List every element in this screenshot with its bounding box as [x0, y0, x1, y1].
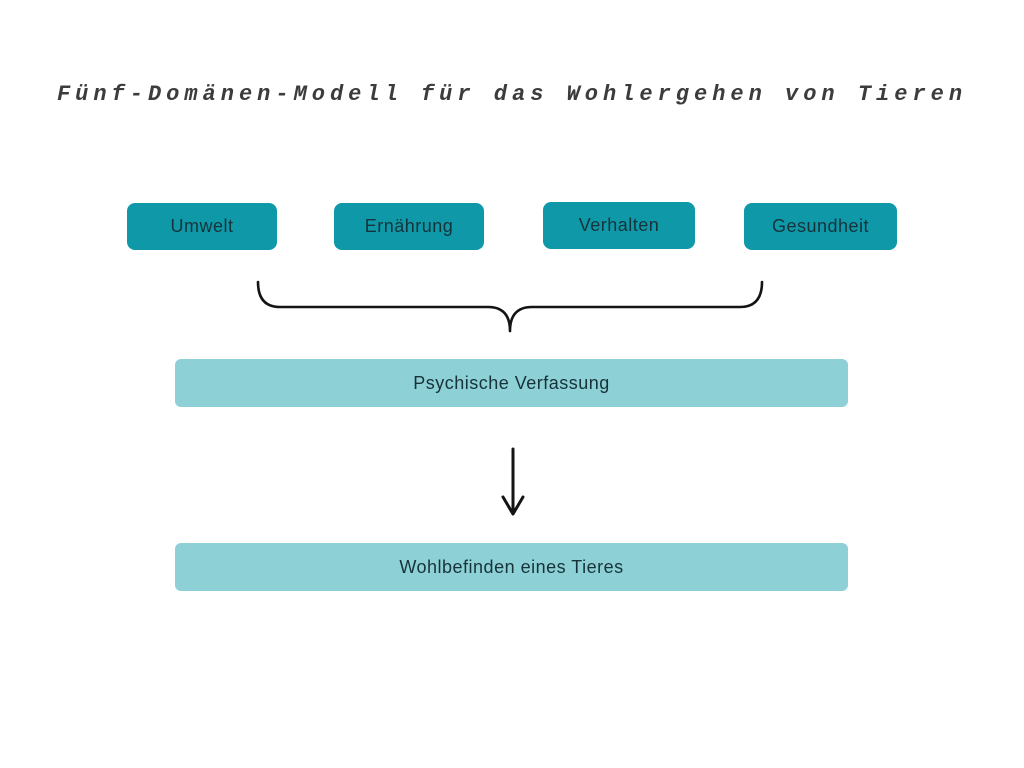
- diagram-title: Fünf-Domänen-Modell für das Wohlergehen …: [56, 82, 968, 107]
- mental-state-label: Psychische Verfassung: [413, 372, 610, 393]
- domain-label-gesundheit: Gesundheit: [771, 216, 870, 236]
- outcome-box: Wohlbefinden eines Tieres: [175, 543, 848, 591]
- curly-brace-down-icon: [256, 280, 764, 333]
- domain-box-gesundheit: Gesundheit: [744, 203, 897, 250]
- domain-box-umwelt: Umwelt: [127, 203, 277, 250]
- domain-label-ernaehrung: Ernährung: [364, 216, 454, 236]
- mental-state-box: Psychische Verfassung: [175, 359, 848, 407]
- domain-box-ernaehrung: Ernährung: [334, 203, 484, 250]
- outcome-label: Wohlbefinden eines Tieres: [399, 556, 624, 577]
- domain-label-umwelt: Umwelt: [170, 216, 234, 236]
- arrow-down-icon: [501, 447, 525, 516]
- domain-box-verhalten: Verhalten: [543, 202, 695, 249]
- domain-label-verhalten: Verhalten: [578, 215, 660, 235]
